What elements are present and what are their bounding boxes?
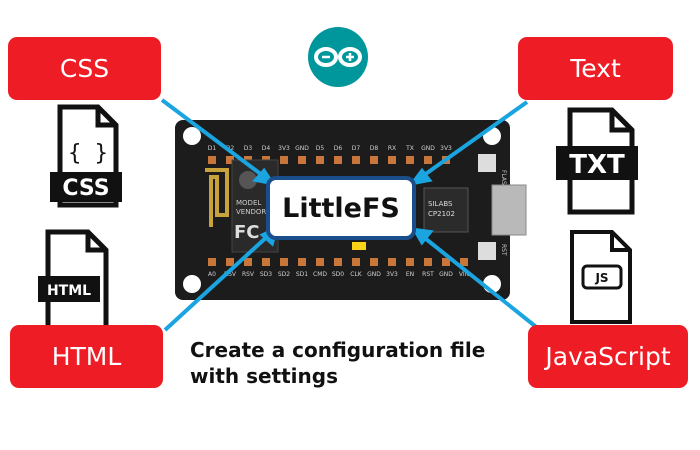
css-file-icon: { } CSS	[50, 104, 122, 208]
arrow-text	[418, 100, 529, 180]
arrow-html	[163, 232, 272, 332]
header-pin	[316, 156, 324, 164]
pin-label: D6	[334, 145, 343, 152]
mount-hole	[183, 275, 201, 293]
header-pin	[406, 258, 414, 266]
header-pin	[208, 156, 216, 164]
pin-label: D7	[352, 145, 361, 152]
vendor-text: VENDOR	[236, 208, 266, 216]
pin-label: EN	[406, 271, 414, 278]
header-pin	[370, 258, 378, 266]
header-pin	[334, 156, 342, 164]
header-pin	[226, 156, 234, 164]
header-pin	[442, 258, 450, 266]
antenna-trace	[205, 168, 229, 227]
arrows	[160, 98, 542, 332]
pin-label: D8	[370, 145, 379, 152]
caption-line-1: Create a configuration file	[190, 338, 486, 362]
fcc-mark: FC	[234, 222, 260, 243]
header-pin	[226, 258, 234, 266]
pin-label: RX	[388, 145, 396, 152]
header-pin	[424, 156, 432, 164]
header-pin	[280, 258, 288, 266]
espressif-logo-icon	[239, 171, 257, 189]
html-label: HTML	[10, 325, 163, 388]
svg-text:HTML: HTML	[47, 283, 91, 299]
header-pin	[388, 156, 396, 164]
pin-label: RSV	[242, 271, 255, 278]
pin-label: 3V3	[386, 271, 398, 278]
usb-chip	[423, 187, 469, 233]
text-label: Text	[518, 37, 673, 100]
header-pin	[280, 156, 288, 164]
pin-label: D4	[262, 145, 271, 152]
pin-label: VIN	[459, 271, 469, 278]
pin-label: 3V3	[440, 145, 452, 152]
rst-button	[478, 242, 496, 260]
pin-label: TX	[405, 145, 414, 152]
usb-connector	[491, 184, 527, 236]
header-pin	[244, 258, 252, 266]
pin-label: GND	[367, 271, 381, 278]
svg-text:{ }: { }	[68, 141, 108, 166]
pin-label: SD0	[332, 271, 344, 278]
pin-label: SD1	[296, 271, 308, 278]
pin-label: 3V3	[278, 145, 290, 152]
header-pin	[316, 258, 324, 266]
arrow-javascript	[419, 233, 542, 332]
svg-text:TXT: TXT	[569, 150, 625, 180]
svg-text:CSS: CSS	[62, 176, 109, 201]
rst-label: RST	[500, 244, 507, 256]
header-pin	[298, 258, 306, 266]
header-pin	[208, 258, 216, 266]
js-file-icon: JS	[570, 230, 632, 324]
header-pin	[334, 258, 342, 266]
txt-file-icon: TXT	[556, 107, 638, 215]
header-pin	[424, 258, 432, 266]
pin-label: A0	[208, 271, 216, 278]
mount-hole	[183, 127, 201, 145]
flash-button	[478, 154, 496, 172]
pin-label: RST	[422, 271, 434, 278]
littlefs-box	[266, 176, 416, 240]
css-label: CSS	[8, 37, 161, 100]
arrow-css	[160, 98, 268, 180]
pin-label: GND	[295, 145, 309, 152]
header-pin	[460, 258, 468, 266]
header-pin	[352, 258, 360, 266]
pin-label: SD3	[260, 271, 272, 278]
header-pin	[298, 156, 306, 164]
pin-label: SD2	[278, 271, 290, 278]
arduino-logo-icon	[308, 27, 368, 87]
html-file-icon: HTML	[38, 229, 109, 335]
pin-label: D1	[208, 145, 217, 152]
caption-line-2: with settings	[190, 364, 338, 388]
pin-label: CMD	[313, 271, 327, 278]
header-pin	[262, 258, 270, 266]
pin-label: CLK	[350, 271, 363, 278]
pin-label: D3	[244, 145, 253, 152]
header-pin	[388, 258, 396, 266]
header-pin	[352, 156, 360, 164]
chip-text-2: CP2102	[428, 210, 455, 218]
header-pin	[370, 156, 378, 164]
svg-text:JS: JS	[594, 271, 608, 285]
pin-label: D5	[316, 145, 325, 152]
led	[352, 242, 366, 250]
javascript-label: JavaScript	[528, 325, 688, 388]
pin-label: GND	[421, 145, 435, 152]
pin-label: GND	[439, 271, 453, 278]
header-pin	[406, 156, 414, 164]
caption: Create a configuration file with setting…	[190, 337, 530, 389]
model-text: MODEL	[236, 199, 261, 207]
chip-text-1: SILABS	[428, 200, 453, 208]
pin-label: D2	[226, 145, 235, 152]
littlefs-label: LittleFS	[282, 192, 400, 224]
flash-label: FLASH	[500, 170, 507, 189]
pin-label: RSV	[224, 271, 237, 278]
